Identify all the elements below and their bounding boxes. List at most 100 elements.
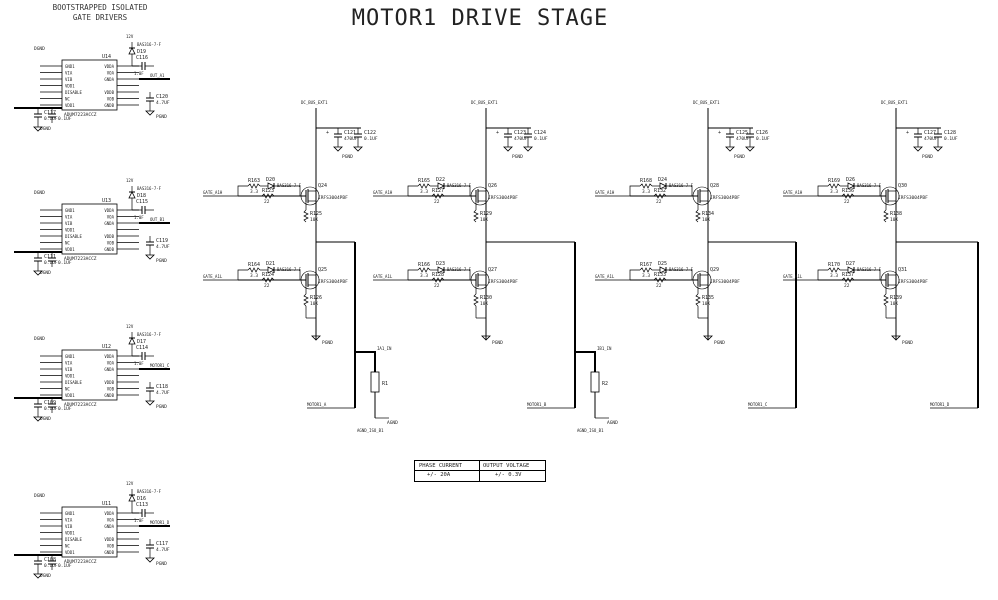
driver-pin-left: NC [65,544,70,549]
snub-branch-c [854,269,881,280]
dec-cap-C126-ref: C126 [756,130,768,136]
gate-res-R124-ref: R124 [262,272,274,278]
pgnd-label: PGND [156,404,167,410]
snub-res-R164-value: 3.3 [250,273,258,279]
pulldown-res-R138-value: 10K [890,217,898,223]
gate-input-label: GATE_A1L [595,274,615,279]
snub-branch-c [666,269,693,280]
pulldown-res-R139-ref: R139 [890,295,902,301]
dec-cap-C128-ref: C128 [944,130,956,136]
gate-diode-D25-value: BAS316-7-F [669,267,694,272]
driver-pin-right: GNDB [104,103,114,108]
driver-pin-left: GND1 [65,511,75,516]
gate-input-label: GATE_A1H [595,190,615,195]
boot-supply-label: 12V [126,178,134,183]
driver-cap-C119-ref: C119 [156,238,168,244]
snub-branch-c [274,185,301,196]
gate-diode-D27-ref: D27 [846,261,855,267]
pgnd-cap-label: PGND [512,154,523,160]
bulk-cap-C123-ref: C123 [514,130,526,136]
fet-Q28-outline [692,186,712,206]
shunt-resistor-R2 [590,371,600,393]
cap-polarity: + [718,130,721,136]
driver-pin-right: VDDA [104,64,114,69]
boot-diode-D18-value: BAS316-7-F [137,186,162,191]
boot-supply-label: 12V [126,324,134,329]
shunt-resistor-R1 [370,371,380,393]
fet-Q28-part: IRFS3004PBF [710,195,740,201]
gate-diode-D21-ref: D21 [266,261,275,267]
dc-bus-label: DC_BUS_EXT1 [881,100,908,105]
driver-pin-right: VDDB [104,537,114,542]
driver-cap-C111-value: 0.1UF [44,260,58,266]
gate-diode-D26-ref: D26 [846,177,855,183]
dec-gnd [353,146,363,152]
driver-pin-left: GND1 [65,354,75,359]
driver-chip-U14 [61,59,118,111]
driver-output-label: OUT_A1 [150,73,165,78]
gate-res-R132-value: 22 [656,199,662,205]
gate-input-label: GATE_A1L [783,274,803,279]
gate-diode-D24-ref: D24 [658,177,667,183]
gate-res-R133-value: 22 [656,283,662,289]
fet-Q28-ref: Q28 [710,183,719,189]
driver-pin-left: GND1 [65,208,75,213]
gate-res-R137-value: 22 [844,283,850,289]
snub-res-R166-body [417,267,431,273]
pulldown-res-R126-body [303,293,309,307]
boot-diode-D16-ref: D16 [137,496,146,502]
boot-cap-value: 1.0F [134,215,144,220]
snub-res-R166-ref: R166 [418,262,430,268]
fet-Q27-ref: Q27 [488,267,497,273]
pulldown-res-R130-value: 10K [480,301,488,307]
driver-output-label: OUT_B1 [150,217,165,222]
driver-pin-right: VOA [107,71,115,76]
driver-cap-C110-value: 0.1UF [58,406,72,412]
gate-diode-D24-value: BAS316-7-F [669,183,694,188]
agnd-iso-label: AGND_ISO_B1 [577,428,604,433]
bulk-gnd [333,146,343,152]
driver-chip-U12 [61,349,118,401]
table-value-voltage: +/- 0.3V [495,472,522,478]
fet-Q25-part: IRFS3004PBF [318,279,348,285]
fet-Q29-part: IRFS3004PBF [710,279,740,285]
driver-pin-right: GNDB [104,393,114,398]
dec-gnd [745,146,755,152]
gate-res-R133-body [653,277,667,283]
driver-pin-right: VOA [107,361,115,366]
driver-pin-right: VDDA [104,511,114,516]
driver-ref-U11: U11 [102,501,111,507]
boot-cap-ref: C115 [136,199,148,205]
fet-Q30-part: IRFS3004PBF [898,195,928,201]
snub-res-R163-value: 3.3 [250,189,258,195]
dec-cap-C124-ref: C124 [534,130,546,136]
driver-pin-left: VDD1 [65,103,75,108]
driver-ref-U14: U14 [102,54,111,60]
boot-cap-value: 1.0F [134,361,144,366]
driver-output-label: MOTOR1_D [150,520,170,525]
pulldown-res-R138-body [883,209,889,223]
fet-Q25-ref: Q25 [318,267,327,273]
boot-diode-D16-body [128,494,136,502]
gate-res-R123-value: 22 [264,199,270,205]
gate-diode-D20-ref: D20 [266,177,275,183]
bridge-gnd [311,335,321,341]
spec-table: PHASE CURRENT OUTPUT VOLTAGE +/- 20A +/-… [414,460,546,482]
gate-diode-D26-value: BAS316-7-F [857,183,882,188]
pgnd-label: PGND [156,561,167,567]
fet-Q29-outline [692,270,712,290]
pulldown-res-R139-body [883,293,889,307]
agnd-iso-label: AGND_ISO_B1 [357,428,384,433]
driver-cap-C108-ref: C108 [44,557,56,563]
pgnd-cap-label: PGND [922,154,933,160]
driver-pin-right: VOB [107,241,115,246]
gate-diode-D21-value: BAS316-7-F [277,267,302,272]
section-title-line-2: GATE DRIVERS [72,13,128,22]
driver-output-label: MOTOR1_C [150,363,170,368]
gate-res-R136-body [841,193,855,199]
pulldown-res-R134-body [695,209,701,223]
dec-cap-C128-value: 0.1UF [944,136,958,142]
dc-bus-label: DC_BUS_EXT1 [693,100,720,105]
pulldown-res-R126-value: 10K [310,301,318,307]
